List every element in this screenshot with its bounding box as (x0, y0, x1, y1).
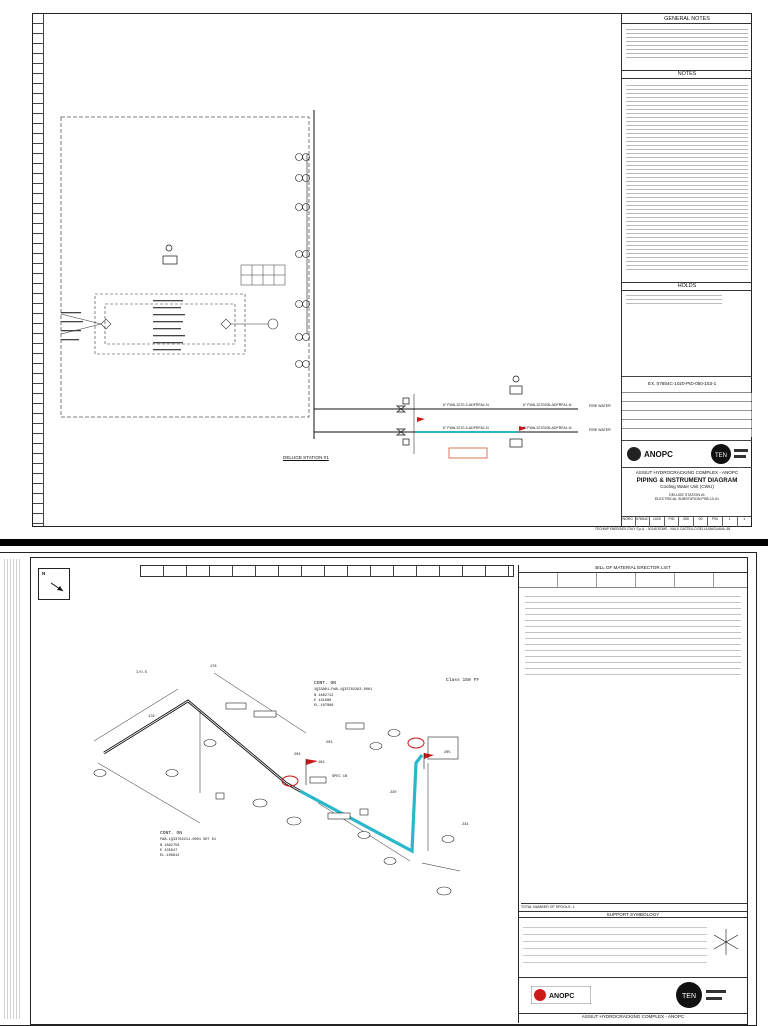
notes-column: GENERAL NOTES NOTES HOLDS EX. 07654C-102… (621, 14, 752, 526)
dim-203: 203 (326, 741, 333, 745)
iso-logo-row: ANOPC TEN (519, 977, 747, 1012)
company-name: ASSIUT HYDROCRACKING COMPLEX - ANOPC (635, 470, 739, 475)
lower-line-tag-right: 6" FWA-3270205-ADFRFA1-N (523, 426, 572, 430)
upper-line-tag-right: 6" FWA-3270205-ADFRFA1-N (523, 403, 572, 407)
logic-text-lines (61, 300, 185, 351)
drawing-number: EX. 07654C-1020-PID-050-153-1 (648, 381, 717, 386)
instrument-bubbles-column (295, 153, 310, 368)
control-panel-box (162, 255, 178, 265)
contractor-footer: TECHNIP ENERGIES ITALY S.p.A. - 00148 RO… (595, 527, 731, 531)
deluge-station-label: DELUGE STATION #1 (283, 455, 329, 460)
cont-top: CONT. ON (314, 681, 337, 686)
coord2-el: EL.106812 (160, 854, 180, 858)
north-arrow-icon (50, 582, 64, 592)
holds-text (626, 292, 722, 306)
total-spools: TOTAL NUMBER OF SPOOLS: 1 (521, 903, 747, 909)
fire-water-lower: FIRE WATER (589, 428, 611, 432)
left-margin-ruler (33, 14, 44, 526)
general-notes-text (626, 26, 748, 58)
isometric-drawing (93, 672, 461, 896)
dim-230: 230 (390, 791, 397, 795)
support-tags (93, 729, 455, 896)
left-logic-blocks (60, 293, 279, 355)
anopc-logo: ANOPC (627, 447, 673, 461)
valve-symbols (395, 375, 523, 448)
support-legend (523, 921, 707, 969)
header-strip (140, 565, 514, 577)
svg-text:TEN: TEN (682, 993, 696, 1000)
page-separator (0, 539, 768, 546)
notes-text (626, 82, 748, 270)
footer-code-row: NORC 07654C 1020 PID 050 00 PID 1 1 (621, 516, 751, 527)
coord2-e: E 435047 (160, 849, 178, 853)
north-arrow-box: N (38, 568, 70, 600)
upper-line-tag: 6" FWA-3270-3-ADFRFA1-N (443, 403, 489, 407)
coord-n: N 1862712 (314, 694, 334, 698)
support-compass-icon (713, 929, 739, 955)
coord2-n: N 1862758 (160, 844, 180, 848)
coord-e: E 431988 (314, 699, 332, 703)
subtitle-1: DELUGE STATION #1 (669, 492, 705, 497)
fire-water-upper: FIRE WATER (589, 404, 611, 408)
coord-el: EL.107888 (314, 704, 334, 708)
holds-title: HOLDS (622, 282, 752, 291)
red-flag-iso-2 (424, 753, 434, 759)
dim-178: 178 (210, 665, 217, 669)
support-title: SUPPORT SYMBOLOGY (519, 911, 747, 919)
anopc-logo-2: ANOPC (531, 986, 591, 1004)
revision-table (622, 392, 752, 437)
iso-sheet: N (0, 552, 757, 1026)
red-flag-iso-1 (306, 759, 318, 765)
bulb-symbol (165, 244, 173, 252)
dimension-lines (93, 672, 461, 872)
subtitle-2: ELECTRICAL SUBSTATION PSB-10-01 (654, 497, 720, 502)
svg-text:TEN: TEN (715, 453, 727, 459)
cyan-pipe-route (299, 754, 424, 854)
cont-top-line: 1Q33A01-FWA-1Q33782263-0001 (314, 688, 373, 692)
bom-rows (525, 591, 741, 679)
bom-header (519, 573, 747, 588)
red-flag-lower (519, 426, 527, 431)
notes-title: NOTES (622, 70, 752, 79)
bom-title: BILL OF MATERIAL ERECTOR LIST (519, 565, 747, 573)
dashed-building-outline (60, 116, 310, 418)
spec-box (427, 736, 459, 760)
general-notes-title: GENERAL NOTES (622, 16, 752, 24)
drawing-number-row: EX. 07654C-1020-PID-050-153-1 (622, 376, 752, 391)
svg-text:ANOPC: ANOPC (549, 993, 574, 1000)
left-margin-text (2, 559, 20, 1019)
dim-163: 163 (318, 761, 325, 765)
ten-logo-2: TEN (676, 982, 726, 1008)
iso-company-name: ASSIUT HYDROCRACKING COMPLEX - ANOPC (519, 1013, 747, 1019)
logo-row: ANOPC TEN (622, 440, 752, 467)
unit-name: Cooling Water Unit (CWU) (660, 484, 714, 490)
titleblock-text: ASSIUT HYDROCRACKING COMPLEX - ANOPC PIP… (622, 467, 752, 524)
dim-234: 234 (462, 823, 469, 827)
red-circle-markers (281, 737, 425, 787)
junction-boxes-grid (240, 264, 286, 286)
class-label: Class 150 FF (446, 678, 480, 683)
spec-label: SPEC 1B (332, 775, 348, 779)
pid-sheet: DELUGE STATION #1 6" FWA-3270-3-ADFRFA1-… (32, 13, 752, 527)
revision-cloud-box (448, 447, 488, 459)
iso-label: I/O.S (136, 671, 147, 675)
dim-204: 204 (294, 753, 301, 757)
lower-line-tag: 6" FWA-3270-3-ADFRFA1-N (443, 426, 489, 430)
cont-bottom: CONT. ON (160, 831, 183, 836)
pid-drawing (60, 110, 578, 459)
ten-logo: TEN (711, 444, 748, 464)
cont-bottom-line: FWA-1Q33782211-0001 SHT 01 (160, 838, 217, 842)
dim-176: 176 (148, 715, 155, 719)
svg-text:ANOPC: ANOPC (644, 450, 673, 459)
bom-panel: BILL OF MATERIAL ERECTOR LIST TOTAL NUMB… (518, 565, 747, 1023)
dim-205: 205 (444, 751, 451, 755)
north-label: N (42, 571, 46, 576)
red-flag-upper (417, 417, 425, 422)
doc-type: PIPING & INSTRUMENT DIAGRAM (636, 477, 738, 485)
label-boxes (215, 702, 369, 820)
black-pipe-inner (103, 700, 301, 792)
